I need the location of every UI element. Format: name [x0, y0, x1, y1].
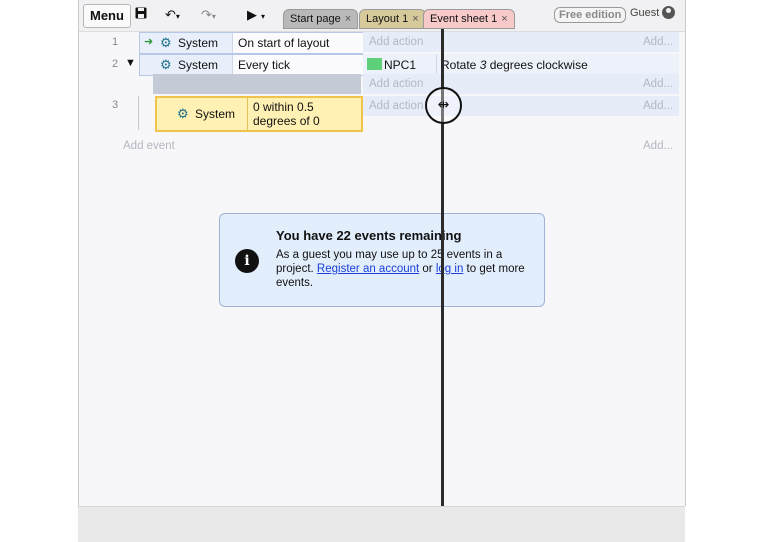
info-icon: i: [235, 249, 259, 273]
tab-start-page[interactable]: Start page×: [283, 9, 359, 29]
add-link[interactable]: Add...: [643, 36, 674, 48]
undo-icon[interactable]: ↶▾: [165, 7, 180, 22]
add-action-link[interactable]: Add action: [369, 78, 424, 90]
user-icon[interactable]: [662, 6, 675, 19]
resize-cursor-icon: ⇹: [425, 87, 462, 124]
add-action-link[interactable]: Add action: [369, 36, 424, 48]
free-edition-badge[interactable]: Free edition: [554, 7, 627, 23]
save-icon[interactable]: [135, 6, 147, 24]
toolbar: Menu ↶▾ ↷▾ ▶▾ Start page× Layout 1× Even…: [79, 0, 685, 32]
events-remaining-notice: i You have 22 events remaining As a gues…: [219, 213, 545, 307]
user-name[interactable]: Guest: [630, 7, 660, 19]
npc-sprite-icon: [367, 58, 382, 70]
event-condition[interactable]: ➜ ⚙ System On start of layout: [139, 32, 363, 54]
login-link[interactable]: log in: [435, 263, 464, 275]
condition-object: System: [178, 36, 219, 50]
column-resize-line[interactable]: [441, 29, 444, 506]
tab-layout-1[interactable]: Layout 1×: [359, 9, 426, 29]
condition-text: On start of layout: [232, 33, 363, 53]
register-link[interactable]: Register an account: [316, 263, 420, 275]
divider: [436, 54, 437, 74]
condition-object: System: [195, 107, 236, 121]
event-number: 1: [112, 36, 119, 48]
add-event-link[interactable]: Add event: [123, 140, 175, 152]
add-link[interactable]: Add...: [643, 100, 674, 112]
add-link[interactable]: Add...: [643, 140, 674, 152]
redo-icon[interactable]: ↷▾: [201, 7, 216, 22]
sub-event-bar: [153, 74, 361, 94]
play-icon[interactable]: ▶▾: [247, 7, 266, 22]
event-number: 2: [112, 58, 119, 70]
action-object: NPC1: [384, 58, 417, 72]
gear-icon: ⚙: [177, 106, 189, 121]
close-icon[interactable]: ×: [344, 13, 352, 25]
notice-title: You have 22 events remaining: [276, 228, 462, 243]
add-link[interactable]: Add...: [643, 78, 674, 90]
collapse-triangle-icon[interactable]: ▼: [125, 57, 136, 69]
divider: [247, 98, 248, 130]
tab-event-sheet-1[interactable]: Event sheet 1×: [423, 9, 515, 29]
event-number: 3: [112, 99, 119, 111]
notice-body: As a guest you may use up to 25 events i…: [276, 249, 525, 289]
action-text: Rotate 3 degrees clockwise: [441, 58, 588, 72]
status-bar: [78, 506, 685, 542]
gear-icon: ⚙: [160, 35, 172, 50]
indent-line: [138, 96, 139, 130]
condition-object: System: [178, 58, 219, 72]
gear-icon: ⚙: [160, 57, 172, 72]
event-sheet-editor: Menu ↶▾ ↷▾ ▶▾ Start page× Layout 1× Even…: [78, 0, 686, 506]
event-condition[interactable]: ⚙ System Every tick: [139, 54, 363, 76]
add-action-link[interactable]: Add action: [369, 100, 424, 112]
close-icon[interactable]: ×: [412, 13, 419, 25]
condition-text: Every tick: [232, 55, 363, 75]
close-icon[interactable]: ×: [501, 13, 508, 25]
menu-button[interactable]: Menu: [83, 4, 131, 28]
trigger-arrow-icon: ➜: [144, 36, 154, 48]
